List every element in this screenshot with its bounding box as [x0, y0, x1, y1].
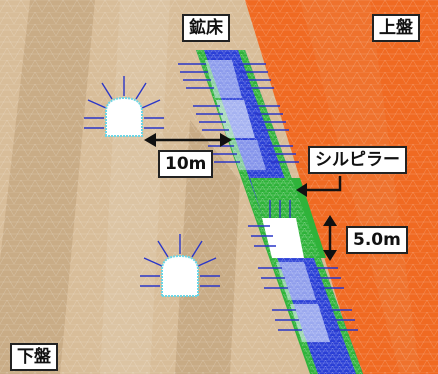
- sill-pillar-leader: [296, 176, 342, 197]
- distance-label: 10m: [158, 150, 214, 178]
- height-arrow: [323, 215, 337, 261]
- lower-stopes: [276, 262, 330, 342]
- ore-body-label: 鉱床: [182, 14, 230, 42]
- sill-pillar-label: シルピラー: [308, 146, 407, 174]
- pillar-opening: [262, 218, 304, 258]
- footwall-label: 下盤: [10, 343, 58, 371]
- distance-arrow: [144, 133, 232, 147]
- lower-drift: [140, 234, 220, 297]
- upper-drift: [84, 76, 164, 137]
- height-label: 5.0m: [346, 226, 408, 254]
- hanging-wall-label: 上盤: [372, 14, 420, 42]
- ore-rock-bolts: [178, 63, 358, 331]
